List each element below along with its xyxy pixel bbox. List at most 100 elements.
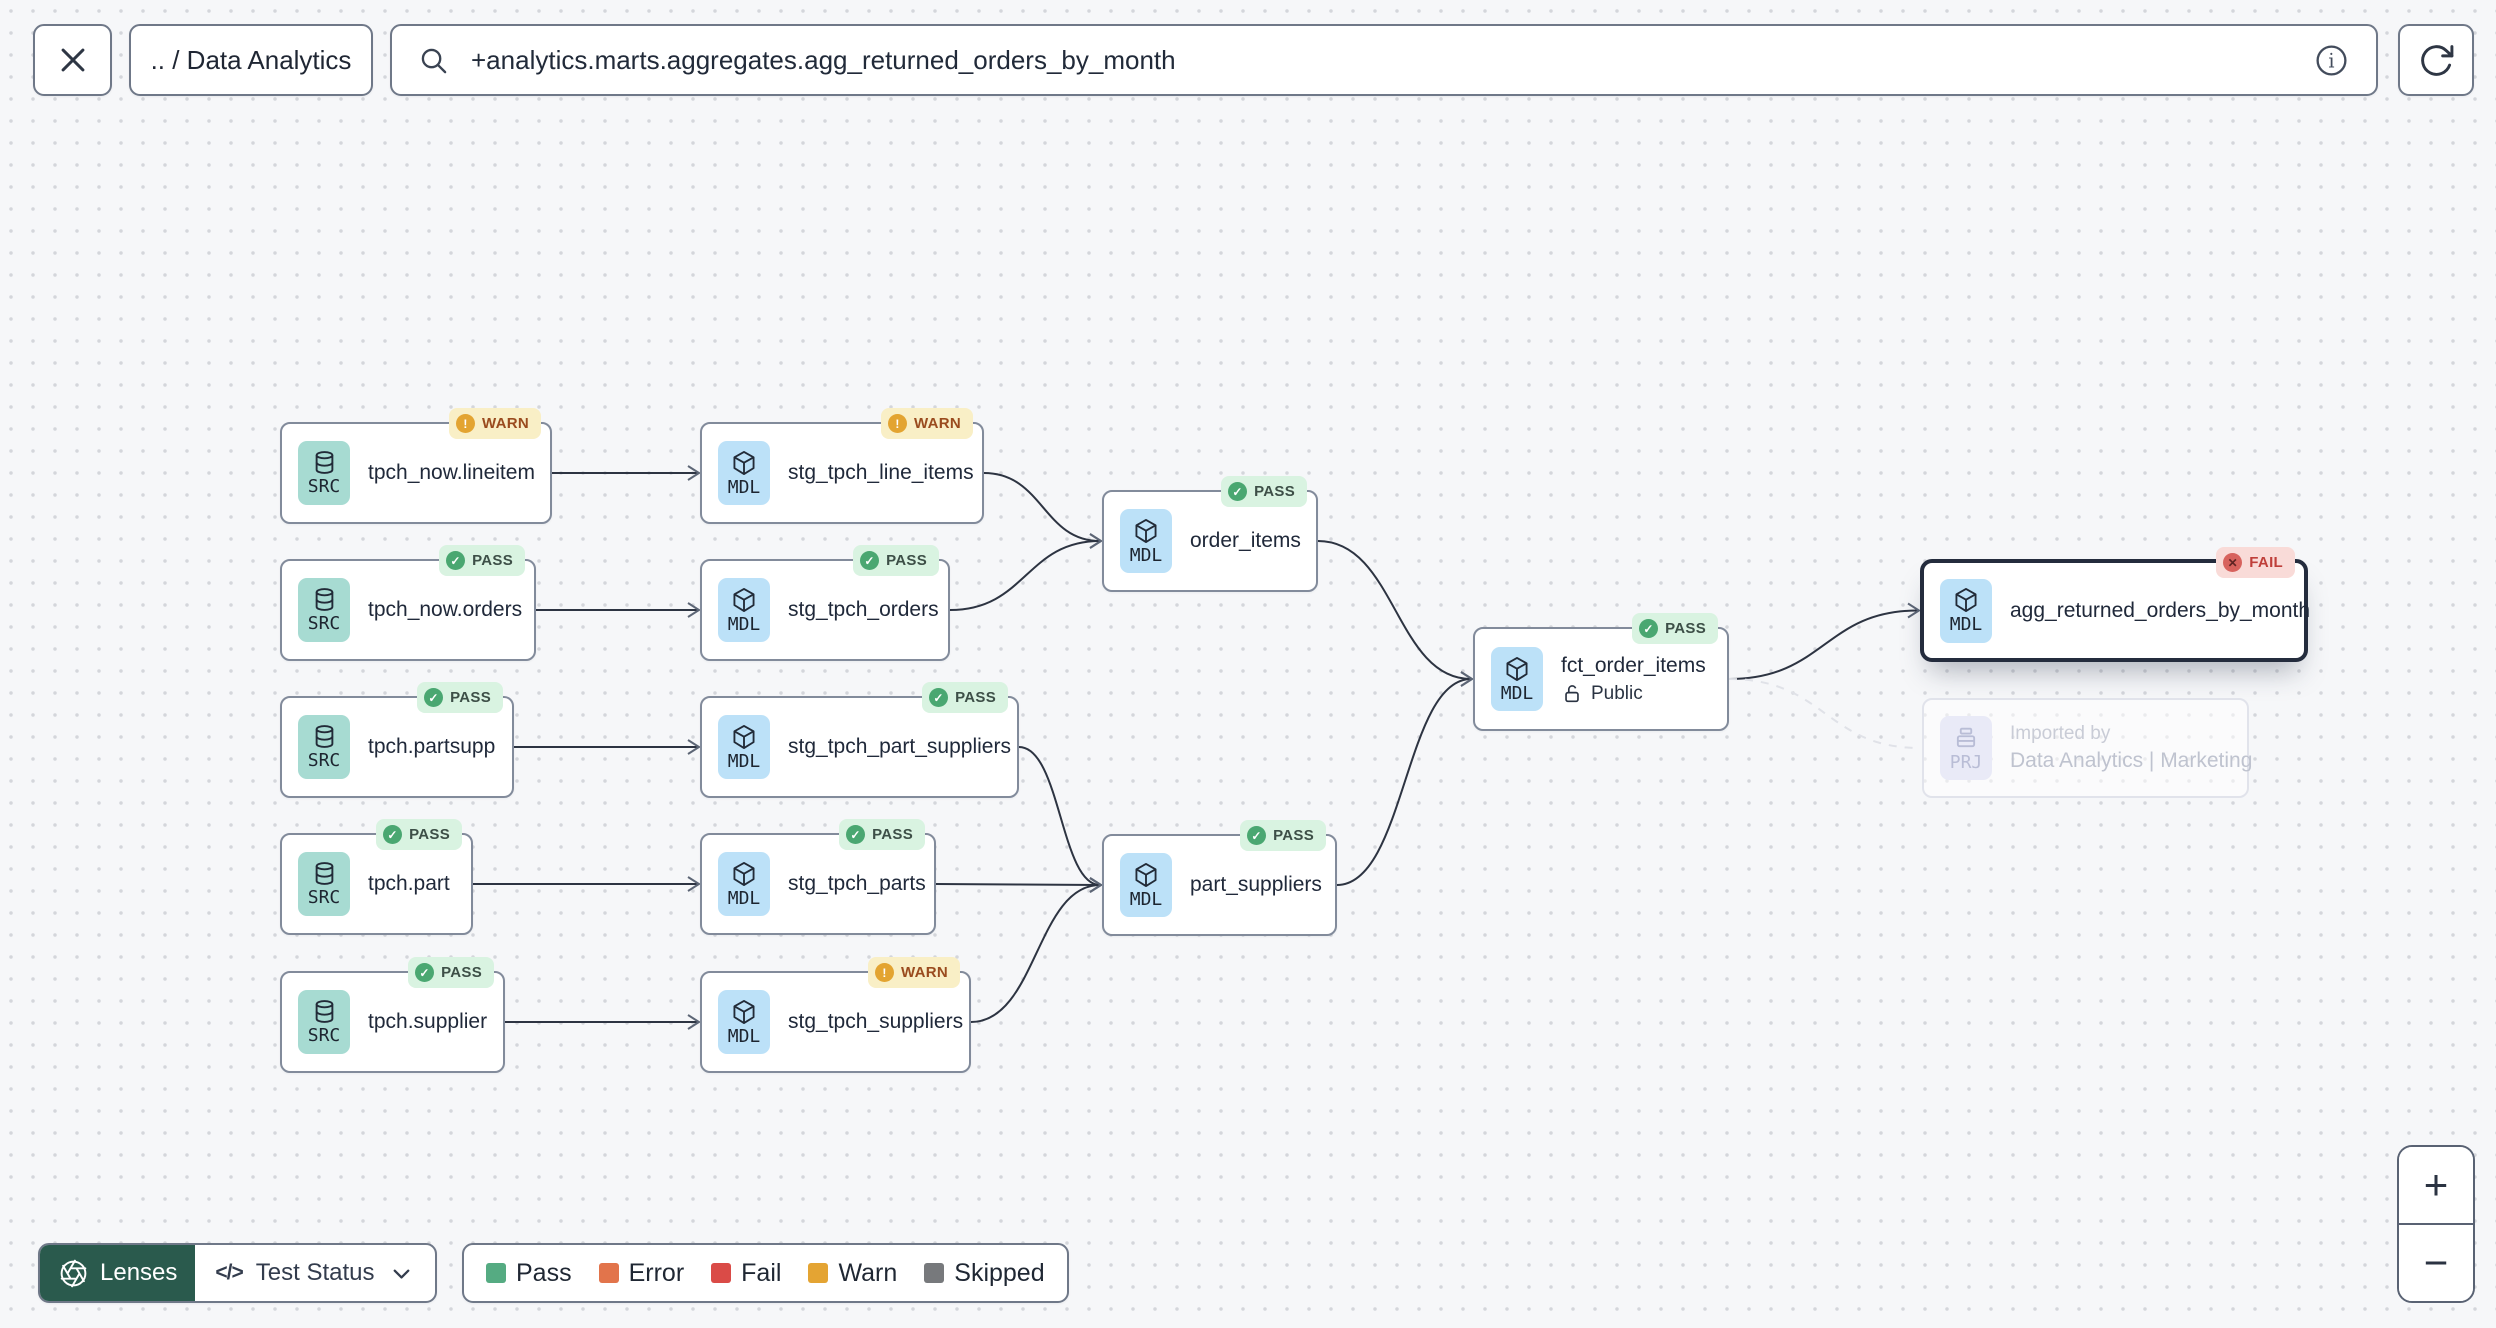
status-badge-label: PASS (409, 826, 450, 843)
zoom-out-button[interactable]: − (2399, 1223, 2473, 1301)
database-icon (311, 449, 338, 476)
graph-node-stg_tpch_orders[interactable]: ✓ PASS MDL stg_tpch_orders (700, 545, 950, 661)
status-badge-warn: !WARN (867, 957, 960, 988)
access-label: Public (1591, 682, 1643, 704)
unlock-icon (1561, 683, 1583, 705)
node-label: stg_tpch_part_suppliers (788, 735, 1011, 758)
edge-stg_tpch_suppliers-to-part_suppliers (970, 884, 1101, 1023)
info-icon[interactable]: i (2313, 42, 2350, 79)
status-badge-label: FAIL (2249, 554, 2283, 571)
search-bar[interactable]: i (390, 24, 2378, 96)
status-warn-icon: ! (455, 414, 475, 433)
legend-item: Warn (808, 1259, 897, 1288)
legend-swatch (486, 1263, 506, 1283)
imported-by-label: Imported by (2010, 723, 2111, 744)
edge-fct_order_items-to-agg_returned_orders_by_month (1728, 609, 1919, 680)
project-icon (1952, 724, 1980, 752)
status-pass-icon: ✓ (846, 825, 866, 844)
code-icon: </> (215, 1261, 243, 1284)
graph-node-imported_by[interactable]: PRJ Imported by Data Analytics | Marketing (1922, 698, 2253, 798)
status-pass-icon: ✓ (1247, 826, 1267, 845)
status-badge-pass: ✓PASS (922, 682, 1008, 713)
status-pass-icon: ✓ (860, 551, 880, 570)
refresh-icon (2418, 42, 2455, 79)
status-badge-pass: ✓PASS (1632, 613, 1718, 644)
lenses-label: Lenses (100, 1259, 178, 1286)
lenses-button[interactable]: Lenses (40, 1245, 196, 1301)
database-icon (311, 723, 338, 750)
node-type-tile: SRC (298, 990, 350, 1054)
status-badge-label: WARN (481, 415, 529, 432)
node-type-label: MDL (1129, 544, 1163, 566)
status-badge-pass: ✓PASS (417, 682, 503, 713)
cube-icon (730, 998, 758, 1026)
status-warn-icon: ! (887, 414, 907, 433)
edge-stg_tpch_parts-to-part_suppliers (935, 883, 1101, 886)
node-type-tile: MDL (1491, 647, 1543, 711)
breadcrumb[interactable]: .. / Data Analytics (129, 24, 373, 96)
magnifier-icon (418, 45, 449, 76)
zoom-in-button[interactable]: + (2399, 1147, 2473, 1223)
status-badge-pass: ✓PASS (1240, 820, 1326, 851)
status-badge-pass: ✓PASS (1221, 476, 1307, 507)
close-button[interactable] (33, 24, 112, 96)
edge-arrowhead (687, 876, 701, 892)
cube-icon (730, 860, 758, 888)
edge-arrowhead (687, 465, 701, 481)
cube-icon (1132, 861, 1160, 889)
graph-node-order_items[interactable]: ✓PASS MDL order_items (1102, 476, 1318, 592)
imported-projects-label: Data Analytics | Marketing (2010, 749, 2253, 772)
node-type-label: MDL (727, 887, 761, 909)
edge-stg_tpch_line_items-to-order_items (983, 472, 1101, 542)
status-badge-label: PASS (886, 552, 927, 569)
chevron-down-icon (388, 1260, 415, 1287)
node-type-label: PRJ (1949, 751, 1983, 773)
refresh-button[interactable] (2398, 24, 2474, 96)
node-type-tile: MDL (1120, 509, 1172, 573)
aperture-icon (58, 1258, 89, 1289)
edge-stg_tpch_orders-to-order_items (949, 540, 1101, 611)
edge-arrowhead (1460, 671, 1474, 687)
node-label: order_items (1190, 529, 1301, 552)
status-badge-fail: ✕ FAIL (2216, 547, 2295, 578)
status-fail-icon: ✕ (2223, 553, 2243, 572)
legend-label: Skipped (954, 1258, 1045, 1287)
node-type-label: MDL (1500, 682, 1534, 704)
node-type-label: MDL (727, 613, 761, 635)
node-type-label: SRC (307, 613, 341, 635)
status-badge-label: PASS (955, 689, 996, 706)
status-badge-pass: ✓ PASS (376, 819, 462, 850)
node-type-tile: PRJ (1940, 716, 1992, 780)
cube-icon (1952, 586, 1980, 614)
lens-switcher: Lenses </> Test Status (38, 1243, 437, 1303)
node-type-label: SRC (307, 750, 341, 772)
status-badge-label: WARN (913, 415, 961, 432)
node-label: stg_tpch_line_items (788, 461, 974, 484)
status-badge-pass: ✓PASS (839, 819, 925, 850)
status-pass-icon: ✓ (383, 825, 403, 844)
node-label: tpch_now.lineitem (368, 461, 535, 484)
node-type-tile: SRC (298, 578, 350, 642)
node-label: stg_tpch_orders (788, 598, 939, 621)
legend-item: Fail (711, 1259, 781, 1288)
lens-select[interactable]: </> Test Status (195, 1245, 434, 1301)
edge-part_suppliers-to-fct_order_items (1336, 678, 1472, 886)
legend-item: Error (598, 1259, 684, 1288)
search-input[interactable] (471, 44, 2291, 76)
database-icon (311, 860, 338, 887)
zoom-controls: + − (2397, 1145, 2475, 1303)
edge-arrowhead (687, 1014, 701, 1030)
